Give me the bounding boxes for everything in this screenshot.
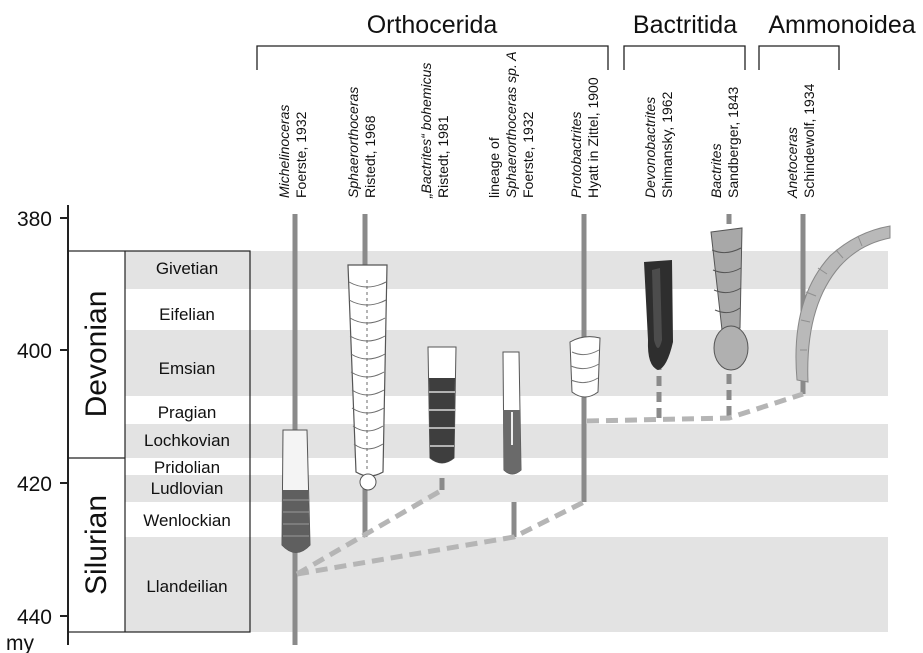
fossil-bactrites-bohemicus bbox=[428, 347, 456, 463]
stage-pridolian: Pridolian bbox=[154, 458, 220, 477]
taxon-author: Hyatt in Zittel, 1900 bbox=[585, 77, 601, 198]
taxon-label-anetoceras: Anetoceras Schindewolf, 1934 bbox=[784, 83, 817, 199]
fossil-protobactrites bbox=[570, 337, 600, 397]
band-givetian bbox=[125, 251, 888, 289]
taxon-name: Sphaerorthoceras bbox=[345, 87, 361, 198]
taxon-label-devonobactrites: Devonobactrites Shimansky, 1962 bbox=[642, 91, 675, 198]
axis-label-440: 440 bbox=[17, 606, 52, 629]
stage-emsian: Emsian bbox=[159, 359, 216, 378]
taxon-label-protobactrites: Protobactrites Hyatt in Zittel, 1900 bbox=[568, 77, 601, 198]
taxon-label-bactrites-bohemicus: „Bactrites“ bohemicus Ristedt, 1981 bbox=[418, 59, 451, 199]
taxon-name: Anetoceras bbox=[784, 127, 800, 199]
stage-pragian: Pragian bbox=[158, 403, 217, 422]
taxon-label-michelinoceras: Michelinoceras Foerste, 1932 bbox=[276, 101, 309, 198]
taxon-label-bactrites: Bactrites Sandberger, 1843 bbox=[708, 86, 741, 198]
group-brackets bbox=[257, 46, 839, 70]
group-label-ammonoidea: Ammonoidea bbox=[768, 11, 915, 39]
taxon-author: Sandberger, 1843 bbox=[725, 86, 741, 198]
axis-label-420: 420 bbox=[17, 473, 52, 496]
taxon-name: Sphaerorthoceras sp. A bbox=[503, 51, 519, 198]
stage-eifelian: Eifelian bbox=[159, 305, 215, 324]
stage-llandeilian: Llandeilian bbox=[146, 577, 227, 596]
fossil-michelinoceras bbox=[282, 430, 310, 553]
axis-label-380: 380 bbox=[17, 208, 52, 231]
period-devonian: Devonian bbox=[80, 291, 113, 418]
group-label-bactritida: Bactritida bbox=[633, 11, 737, 39]
band-llandeilian bbox=[125, 537, 888, 632]
taxon-author: Ristedt, 1981 bbox=[435, 115, 451, 198]
taxon-name: „Bactrites“ bohemicus bbox=[418, 63, 434, 199]
taxon-name: Devonobactrites bbox=[642, 97, 658, 198]
taxon-label-sphaerorthoceras: Sphaerorthoceras Ristedt, 1968 bbox=[345, 83, 378, 198]
taxon-author: Foerste, 1932 bbox=[520, 111, 536, 198]
axis-label-400: 400 bbox=[17, 340, 52, 363]
period-silurian: Silurian bbox=[80, 495, 113, 595]
connector-protobactrites-bactritida bbox=[587, 394, 803, 421]
taxon-author: Schindewolf, 1934 bbox=[801, 83, 817, 198]
stage-wenlockian: Wenlockian bbox=[143, 511, 231, 530]
band-ludlovian bbox=[125, 475, 888, 502]
axis-unit: my bbox=[6, 632, 34, 653]
fossil-sphaerorthoceras-lineage bbox=[503, 352, 521, 474]
taxon-name: Protobactrites bbox=[568, 112, 584, 198]
taxon-name: Michelinoceras bbox=[276, 105, 292, 198]
fossil-bactrites bbox=[711, 228, 748, 370]
taxon-author: Shimansky, 1962 bbox=[659, 91, 675, 198]
taxon-author: Foerste, 1932 bbox=[293, 111, 309, 198]
age-axis: 380 400 420 440 my bbox=[6, 205, 68, 653]
taxon-author: Ristedt, 1968 bbox=[362, 115, 378, 198]
stage-ludlovian: Ludlovian bbox=[151, 479, 224, 498]
bracket-ammonoidea bbox=[759, 46, 839, 70]
taxon-label-sphaerorthoceras-lineage: lineage of Sphaerorthoceras sp. A Foerst… bbox=[486, 48, 536, 198]
taxon-labels: Michelinoceras Foerste, 1932 Sphaerortho… bbox=[276, 48, 817, 199]
taxon-prefix: lineage of bbox=[486, 137, 502, 198]
group-label-orthocerida: Orthocerida bbox=[367, 11, 498, 39]
bracket-bactritida bbox=[624, 46, 745, 70]
stage-lochkovian: Lochkovian bbox=[144, 431, 230, 450]
taxon-name: Bactrites bbox=[708, 144, 724, 198]
stage-givetian: Givetian bbox=[156, 259, 218, 278]
